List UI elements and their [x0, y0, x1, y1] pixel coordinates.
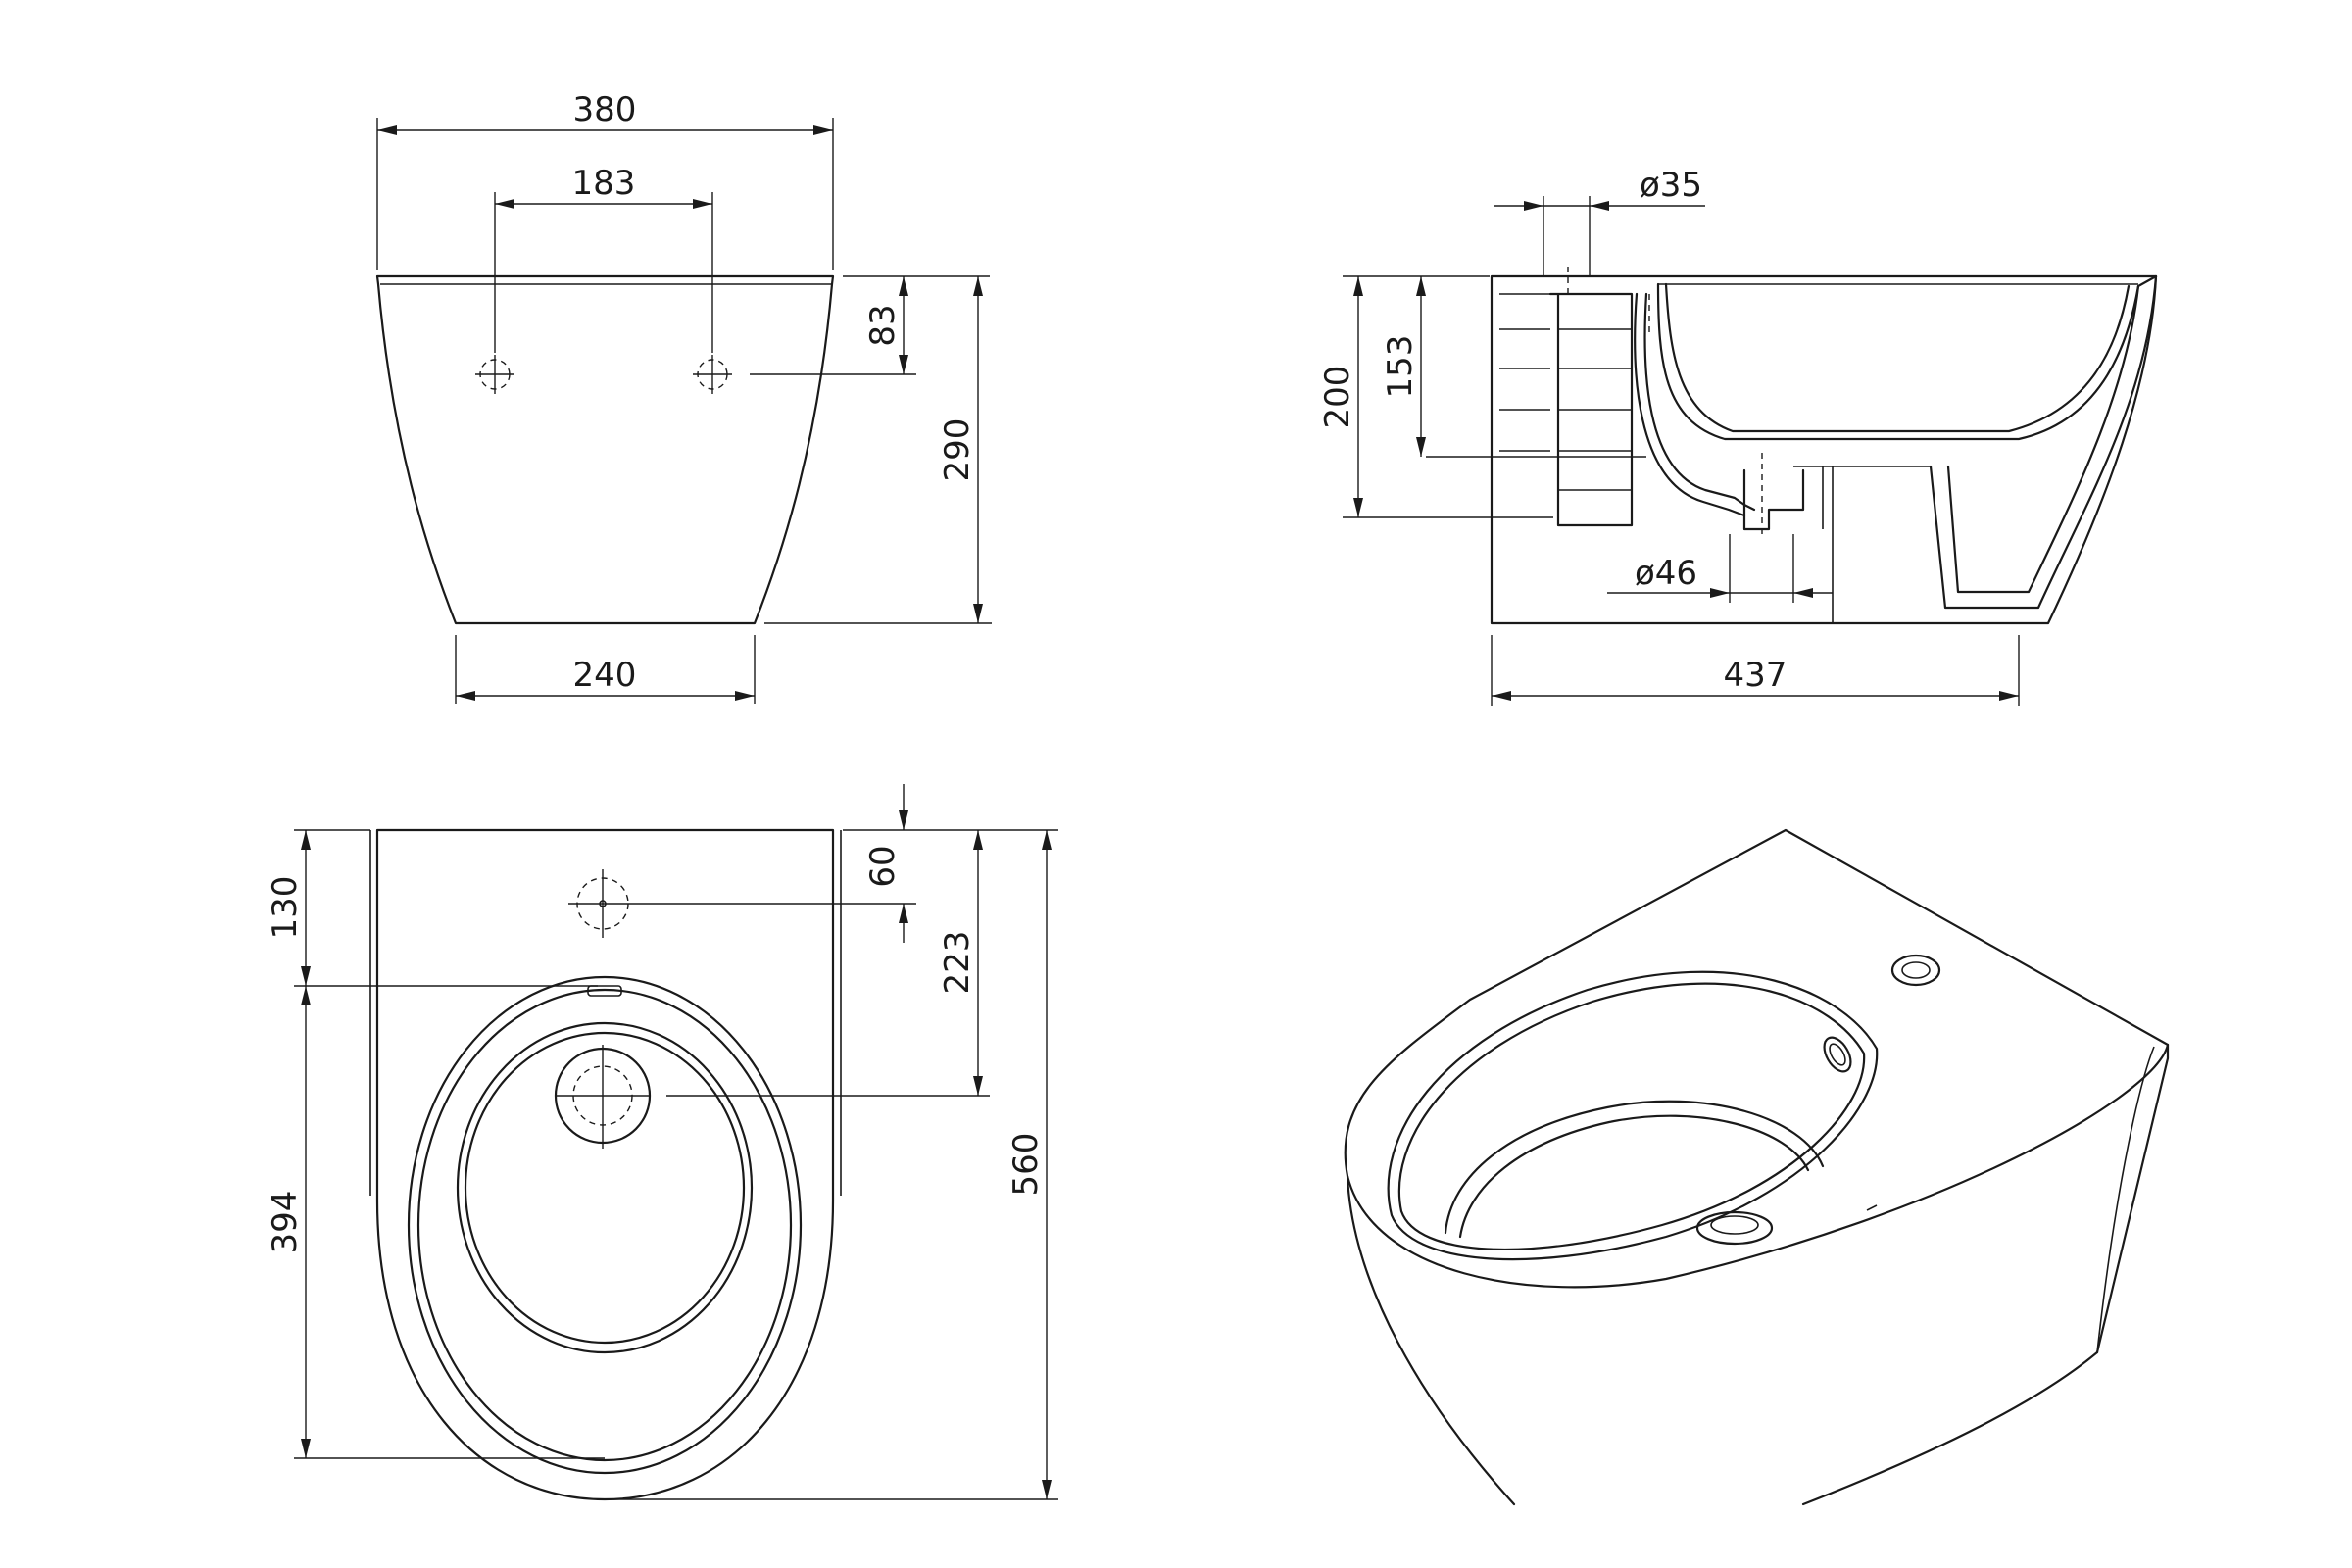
fixing-hole-left: [475, 355, 514, 394]
dimension-label-183: 183: [572, 164, 636, 203]
front-view: 380 183 83 290: [375, 90, 992, 704]
dimension-240: 240: [455, 635, 756, 704]
side-view-outline: [1490, 274, 2158, 625]
dimension-183: 183: [494, 164, 713, 353]
dimension-label-diameter-35: ø35: [1640, 166, 1702, 205]
fixing-hole-right: [693, 355, 732, 394]
dimension-label-240: 240: [573, 656, 637, 695]
dimension-153: 153: [1381, 276, 1646, 458]
dimension-380: 380: [376, 90, 834, 270]
dimension-200: 200: [1318, 275, 1553, 518]
dimension-label-153: 153: [1381, 335, 1420, 399]
top-view: 130 394 60 223: [266, 784, 1058, 1501]
dimension-label-560: 560: [1006, 1133, 1046, 1197]
dimension-label-380: 380: [573, 90, 637, 129]
tap-hole: [568, 869, 637, 938]
dimension-223: 223: [666, 830, 990, 1097]
dimension-label-437: 437: [1724, 656, 1788, 695]
dimension-label-130: 130: [266, 876, 305, 940]
rim-inner: [416, 988, 793, 1462]
dimension-60: 60: [637, 784, 1058, 943]
front-view-outline: [375, 274, 835, 625]
dimension-83: 83: [750, 275, 990, 375]
dimension-diameter-46: ø46: [1607, 534, 1833, 603]
bowl-outer: [456, 1021, 754, 1354]
dimension-label-diameter-46: ø46: [1635, 554, 1697, 593]
dimension-label-394: 394: [266, 1191, 305, 1254]
perspective-view: [1344, 828, 2170, 1506]
rim-outer: [407, 975, 803, 1475]
dimension-394: 394: [266, 986, 605, 1459]
dimension-label-290: 290: [938, 418, 977, 482]
dimension-290: 290: [764, 276, 992, 624]
bowl-inner: [464, 1031, 746, 1345]
dimension-label-60: 60: [863, 845, 903, 887]
drain-hole: [554, 1045, 652, 1149]
dimension-437: 437: [1491, 635, 2020, 706]
dimension-label-200: 200: [1318, 366, 1357, 429]
dimension-560: 560: [605, 830, 1058, 1500]
top-view-outline: [375, 828, 835, 1501]
dimension-130: 130: [266, 829, 598, 987]
dimension-label-223: 223: [938, 931, 977, 995]
dimension-diameter-35: ø35: [1494, 166, 1705, 276]
dimension-label-83: 83: [863, 304, 903, 346]
side-section-view: ø35 200 153 ø46: [1318, 166, 2158, 706]
perspective-top-outline: [1344, 828, 2170, 1289]
